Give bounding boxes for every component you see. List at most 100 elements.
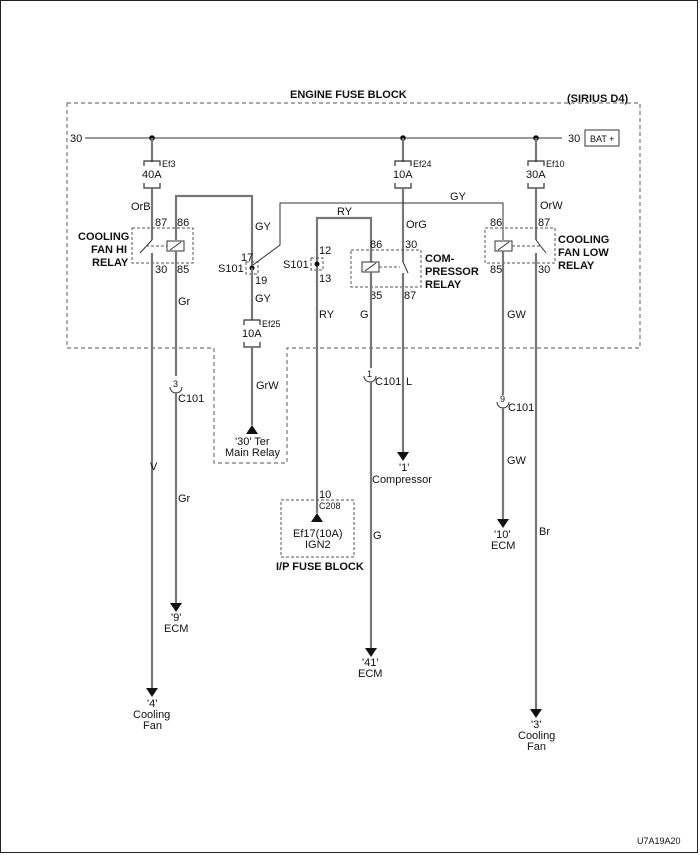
splice-s101-a-id: S101 xyxy=(218,263,244,275)
battery-label: BAT + xyxy=(590,134,614,144)
relay-low-pin-86: 86 xyxy=(490,217,502,229)
ip-fuse-block-box xyxy=(280,499,355,558)
wire-label-g-lower: G xyxy=(373,530,382,542)
engine-fuse-block-outline xyxy=(66,102,641,464)
fuse-ef25-id: Ef25 xyxy=(262,319,281,329)
relay-hi-label-1: COOLING xyxy=(78,231,129,243)
splice-s101-b-id: S101 xyxy=(283,259,309,271)
wire-label-br: Br xyxy=(539,526,550,538)
wire-label-gr-lower: Gr xyxy=(178,493,191,505)
dest-compressor-1-line-1: Compressor xyxy=(372,474,432,486)
connector-c101-1-id: C101 xyxy=(375,376,401,388)
wire-label-org: OrG xyxy=(406,219,427,231)
relay-hi-coil-slash xyxy=(169,241,182,251)
relay-comp-pin-87: 87 xyxy=(404,290,416,302)
relay-low-label-1: COOLING xyxy=(558,234,609,246)
figure-id: U7A19A20 xyxy=(637,836,681,846)
fuse-ef10-rating: 30A xyxy=(526,169,546,181)
dest-ecm-9-arrow xyxy=(170,603,182,612)
wire-label-ry-top: RY xyxy=(337,206,353,218)
dest-cooling-fan-4-arrow xyxy=(146,688,158,697)
dest-cooling-fan-3-pin: '3' xyxy=(531,719,541,731)
wire-label-grw: GrW xyxy=(256,380,279,392)
fuse-ef10-id: Ef10 xyxy=(546,159,565,169)
wire-label-v: V xyxy=(150,461,158,473)
dest-ecm-10-pin: '10' xyxy=(494,529,510,541)
ip-fuse-block-title: I/P FUSE BLOCK xyxy=(276,561,364,573)
dest-ecm-41-pin: '41' xyxy=(362,657,378,669)
splice-s101-b-pin-bottom: 13 xyxy=(319,273,331,285)
relay-low-label-3: RELAY xyxy=(558,260,595,272)
relay-low-coil-slash xyxy=(497,241,510,251)
dest-ecm-9-line-1: ECM xyxy=(164,623,188,635)
dest-ecm-10-line-1: ECM xyxy=(491,540,515,552)
fuse-ef25-rating: 10A xyxy=(242,328,262,340)
wire-label-gr-upper: Gr xyxy=(178,296,191,308)
fuse-ef3-id: Ef3 xyxy=(162,159,176,169)
main-relay-line-2: Main Relay xyxy=(225,447,281,459)
relay-low-box xyxy=(484,227,556,264)
relay-comp-switch xyxy=(402,261,409,274)
engine-fuse-block-title: ENGINE FUSE BLOCK xyxy=(290,89,407,101)
dest-ecm-9-pin: '9' xyxy=(171,612,181,624)
wire-label-l: L xyxy=(406,376,412,388)
connector-c101-3-pin: 3 xyxy=(173,379,178,389)
relay-comp-label-1: COM- xyxy=(425,253,455,265)
model-label: (SIRIUS D4) xyxy=(567,93,628,105)
dest-compressor-1-arrow xyxy=(397,452,409,461)
connector-c101-9-id: C101 xyxy=(508,402,534,414)
wire-label-gy-top: GY xyxy=(450,191,467,203)
wire-label-gw-lower: GW xyxy=(507,455,527,467)
relay-hi-pin-86: 86 xyxy=(177,217,189,229)
dest-ecm-10-arrow xyxy=(497,519,509,528)
fuse-ef24-rating: 10A xyxy=(393,169,413,181)
splice-s101-a-pin-top: 17 xyxy=(241,252,253,264)
relay-low-label-2: FAN LOW xyxy=(558,247,609,259)
c208-id: C208 xyxy=(319,501,341,511)
wire-label-g-upper: G xyxy=(360,309,369,321)
ip-fuse-line-2: IGN2 xyxy=(305,539,331,551)
connector-c101-9-pin: 9 xyxy=(500,394,505,404)
relay-hi-box xyxy=(131,227,194,264)
ip-fuse-line-1: Ef17(10A) xyxy=(293,528,343,540)
wire-label-gy-lower: GY xyxy=(255,293,272,305)
c208-pin: 10 xyxy=(319,489,331,501)
battery-box xyxy=(584,129,620,147)
wire-gy-low-86 xyxy=(252,202,504,266)
dest-compressor-1-pin: '1' xyxy=(399,462,409,474)
relay-low-pin-87: 87 xyxy=(538,217,550,229)
wire-ry-top xyxy=(315,216,373,268)
relay-hi-pin-85: 85 xyxy=(177,264,189,276)
dest-cooling-fan-4-line-1: Cooling xyxy=(133,709,170,721)
dest-cooling-fan-3-line-1: Cooling xyxy=(518,730,555,742)
dest-cooling-fan-3-line-2: Fan xyxy=(527,741,546,753)
fuse-ef3-rating: 40A xyxy=(142,169,162,181)
dest-ecm-41-line-1: ECM xyxy=(358,668,382,680)
wire-label-ry-lower: RY xyxy=(319,309,335,321)
relay-comp-box xyxy=(350,249,422,288)
relay-hi-pin-30: 30 xyxy=(155,264,167,276)
relay-comp-coil-slash xyxy=(364,262,377,272)
dest-cooling-fan-4-pin: '4' xyxy=(147,698,157,710)
main-relay-line-1: '30' Ter xyxy=(235,436,270,448)
wire-label-gw-upper: GW xyxy=(507,309,527,321)
relay-hi-pin-87: 87 xyxy=(155,217,167,229)
wire-gy-hi-86 xyxy=(174,194,254,268)
relay-hi-label-3: RELAY xyxy=(92,257,129,269)
splice-s101-a-pin-bottom: 19 xyxy=(255,275,267,287)
wire-label-orw: OrW xyxy=(540,200,563,212)
relay-low-pin-85: 85 xyxy=(490,264,502,276)
dest-cooling-fan-4-line-2: Fan xyxy=(143,720,162,732)
fuse-ef24-id: Ef24 xyxy=(413,159,432,169)
connector-c101-1-pin: 1 xyxy=(367,369,372,379)
c208-arrow xyxy=(311,513,323,522)
bus-right-label: 30 xyxy=(568,133,580,145)
splice-s101-b-pin-top: 12 xyxy=(319,245,331,257)
relay-hi-label-2: FAN HI xyxy=(91,244,127,256)
relay-comp-pin-85: 85 xyxy=(370,290,382,302)
dest-ecm-41-arrow xyxy=(365,648,377,657)
splice-s101-b-node xyxy=(314,261,320,267)
relay-low-switch xyxy=(535,239,547,254)
